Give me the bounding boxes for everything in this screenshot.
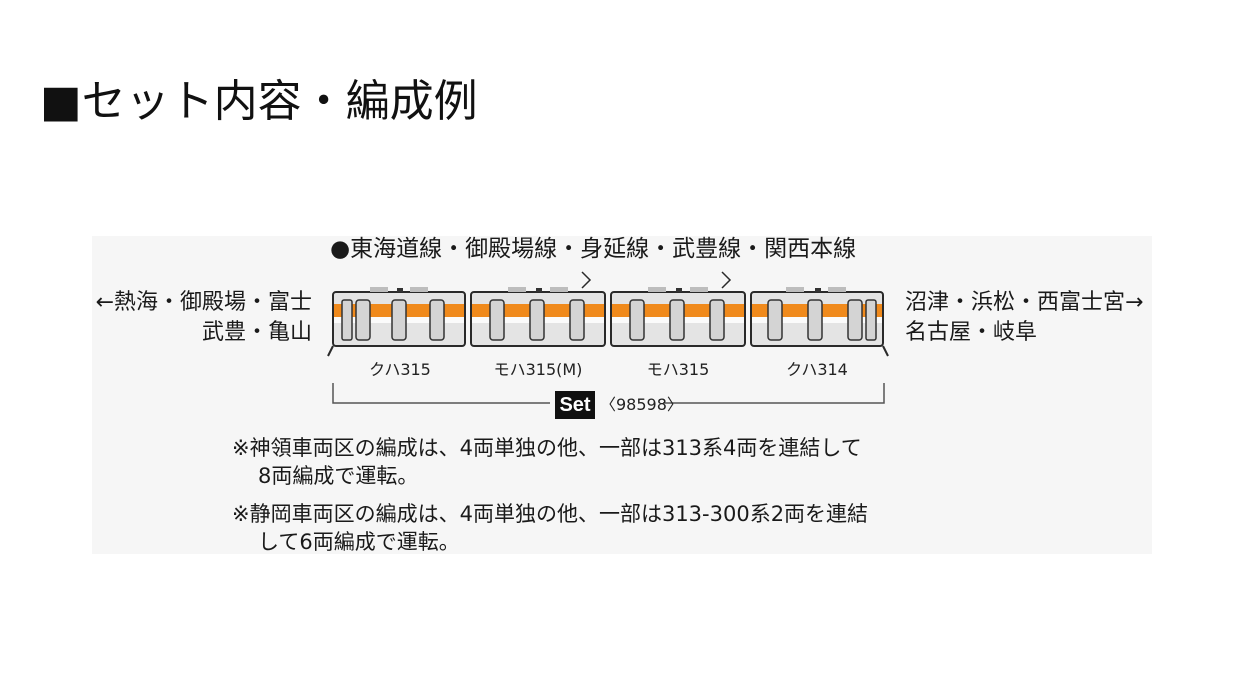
destination-left-line1: ←熱海・御殿場・富士 [95,290,312,315]
set-number: 〈98598〉 [600,395,683,414]
set-bracket [332,383,885,404]
pantograph-icon [581,271,592,289]
destination-left-line2: 武豊・亀山 [201,320,312,345]
pantograph-icon [721,271,732,289]
train-car-3 [610,271,746,347]
set-badge: Set [555,391,595,419]
car-label-1: クハ315 [369,360,431,379]
diagram-panel [92,236,1152,554]
note-line-3: ※静岡車両区の編成は、4両単独の他、一部は313-300系2両を連結 [232,502,869,526]
car-label-2: モハ315(M) [493,360,583,379]
train-car-1 [327,287,466,357]
train-car-4 [750,287,889,357]
destinations-left: ←熱海・御殿場・富士 武豊・亀山 [92,288,312,348]
page-title: ■セット内容・編成例 [40,76,478,127]
car-label-4: クハ314 [786,360,848,379]
destination-right-line1: 沼津・浜松・西富士宮→ [905,290,1144,315]
train-car-2 [470,271,606,347]
note-line-2: 8両編成で運転。 [258,464,419,488]
note-line-1: ※神領車両区の編成は、4両単独の他、一部は313系4両を連結して [232,436,862,460]
destination-right-line2: 名古屋・岐阜 [905,320,1038,345]
car-label-3: モハ315 [646,360,710,379]
route-line-label: ●東海道線・御殿場線・身延線・武豊線・関西本線 [330,236,857,262]
destinations-right: 沼津・浜松・西富士宮→ 名古屋・岐阜 [905,288,1143,348]
note-line-4: して6両編成で運転。 [258,530,460,554]
